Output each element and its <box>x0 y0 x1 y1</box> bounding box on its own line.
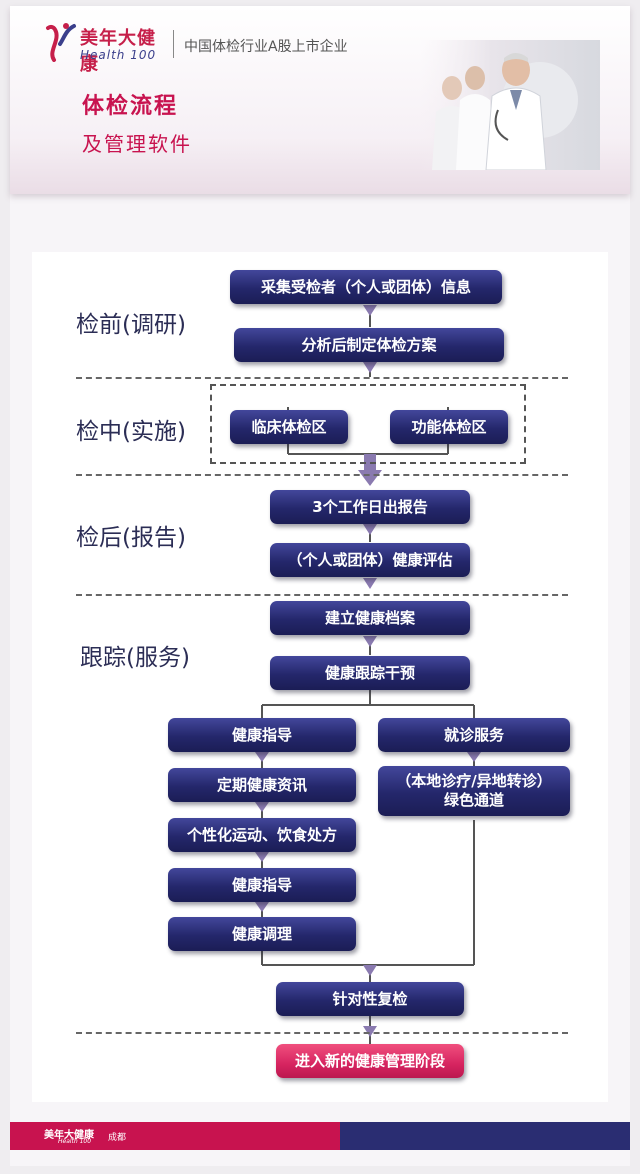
page-title: 体检流程 <box>82 88 178 120</box>
page-subtitle: 及管理软件 <box>82 128 192 157</box>
stage-during-exam: 检中(实施) <box>76 412 186 446</box>
stage-divider <box>76 1032 568 1034</box>
step-exercise-diet: 个性化运动、饮食处方 <box>168 818 356 852</box>
footer-bar-navy <box>340 1122 630 1150</box>
step-conditioning: 健康调理 <box>168 917 356 951</box>
stage-pre-exam: 检前(调研) <box>76 305 186 339</box>
stage-divider <box>76 377 568 379</box>
step-function-area: 功能体检区 <box>390 410 508 444</box>
brand-tagline: 中国体检行业A股上市企业 <box>184 36 348 56</box>
step-build-record: 建立健康档案 <box>270 601 470 635</box>
step-guidance-1: 健康指导 <box>168 718 356 752</box>
brand-logo-icon <box>44 22 78 62</box>
stage-post-exam: 检后(报告) <box>76 518 186 552</box>
step-clinical-area: 临床体检区 <box>230 410 348 444</box>
step-track-intervene: 健康跟踪干预 <box>270 656 470 690</box>
green-channel-line2: 绿色通道 <box>444 791 504 810</box>
step-make-plan: 分析后制定体检方案 <box>234 328 504 362</box>
green-channel-line1: （本地诊疗/异地转诊） <box>396 772 551 791</box>
step-medical-service: 就诊服务 <box>378 718 570 752</box>
header-divider <box>173 30 174 58</box>
step-collect-info: 采集受检者（个人或团体）信息 <box>230 270 502 304</box>
step-green-channel: （本地诊疗/异地转诊） 绿色通道 <box>378 766 570 816</box>
step-guidance-2: 健康指导 <box>168 868 356 902</box>
stage-divider <box>76 474 568 476</box>
brand-logo: 美年大健康 Health 100 <box>44 22 174 66</box>
stage-divider <box>76 594 568 596</box>
doctors-photo <box>420 40 600 170</box>
brand-name-en: Health 100 <box>80 48 156 62</box>
stage-follow-up: 跟踪(服务) <box>80 638 190 672</box>
step-targeted-recheck: 针对性复检 <box>276 982 464 1016</box>
step-new-stage: 进入新的健康管理阶段 <box>276 1044 464 1078</box>
step-periodic-info: 定期健康资讯 <box>168 768 356 802</box>
footer-brand-en: Health 100 <box>58 1138 91 1145</box>
footer-city: 成都 <box>108 1130 126 1143</box>
step-health-eval: （个人或团体）健康评估 <box>270 543 470 577</box>
step-report: 3个工作日出报告 <box>270 490 470 524</box>
